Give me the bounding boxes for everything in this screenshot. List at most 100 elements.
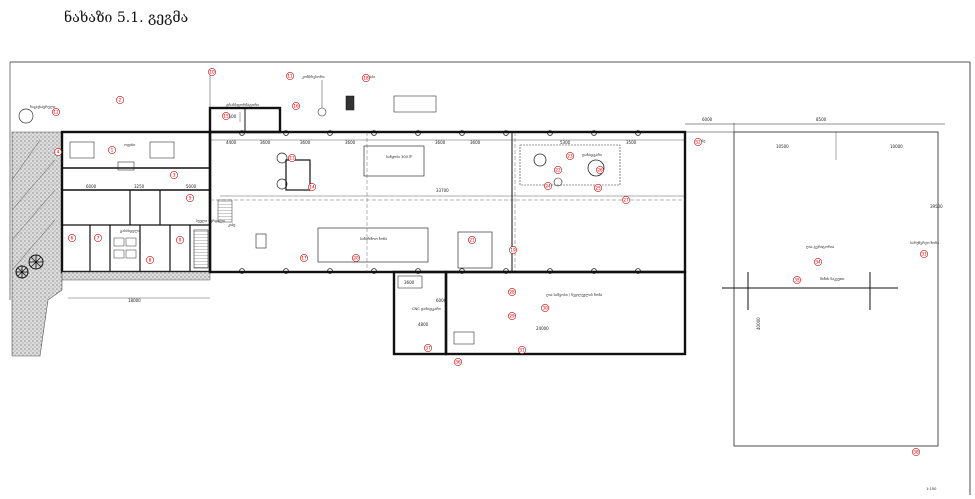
room-number: 28 [509,290,515,295]
room-number: 5 [189,196,192,201]
dim-label: 6000 [436,298,447,303]
room-number: 7 [97,236,100,241]
room-number-circle [288,154,296,162]
zone-label: ტრანსფორმატორი [226,103,259,107]
lower-annex [392,270,687,356]
zone-label: ქვაბი [366,75,375,79]
room-number: 1 [111,148,114,153]
room-number: 35 [794,278,800,283]
zone-labels: ნაგავსაყრელი საწყობი 300 მ² საწარმოო ზონ… [30,75,939,491]
dim-label: 8500 [816,117,827,122]
room-number-circle [793,276,801,284]
room-number-circle [814,258,822,266]
room-number-circle [68,234,76,242]
room-number: 22 [555,168,561,173]
room-number-circle [352,254,360,262]
room-number-circle [468,236,476,244]
room-number-circle [454,358,462,366]
zone-label: ნაგავსაყრელი [30,105,56,109]
room-number: 29 [509,314,515,319]
dim-label: 3500 [626,140,637,145]
room-number: 21 [469,238,475,243]
room-number: 15 [223,114,229,119]
tree-icon [15,108,44,279]
dim-label: 3600 [345,140,356,145]
room-number: 23 [567,154,573,159]
room-number-circle [544,182,552,190]
zone-label: მიწის ნაკვეთი [820,277,845,281]
room-number-circle [694,138,702,146]
zone-label: კიბე [228,223,236,227]
room-number-circle [509,246,517,254]
room-number: 8 [149,258,152,263]
room-number: 25 [595,186,601,191]
room-number-circle [920,250,928,258]
dim-label: 5000 [186,184,197,189]
room-number-circle [362,74,370,82]
room-number-circle [286,72,294,80]
room-number-circle [508,312,516,320]
dimension-labels: 4400 3600 3600 3600 3600 3600 5300 3500 … [86,114,943,331]
dim-label: 3600 [470,140,481,145]
room-number-circle [186,194,194,202]
room-number-circle [308,183,316,191]
room-number-circle [170,171,178,179]
room-number-circle [94,234,102,242]
dim-label: 24000 [536,326,549,331]
dim-label: 5300 [560,140,571,145]
room-number: 36 [455,360,461,365]
room-number-circle [292,102,300,110]
room-number: 3 [173,173,176,178]
room-number: 20 [353,256,359,261]
room-number: 14 [309,185,315,190]
room-number: 4 [57,150,60,155]
room-number: 12 [53,110,59,115]
room-number: 16 [293,104,299,109]
room-number-circle [54,148,62,156]
room-number-circle [208,68,216,76]
room-number-circle [108,146,116,154]
dim-label: 33700 [436,188,449,193]
dim-label: 40000 [756,317,761,330]
site-ground-hatch [11,131,63,357]
dim-label: 3600 [404,280,415,285]
room-number-circle [508,288,516,296]
dim-label: 6000 [702,117,713,122]
dim-label: 4800 [418,322,429,327]
room-number-circle [594,184,602,192]
room-number: 32 [695,140,701,145]
room-number: 13 [289,156,295,161]
room-number: 19 [510,248,516,253]
room-number-circle [222,112,230,120]
room-number: 31 [519,348,525,353]
room-number: 18 [363,76,369,81]
main-hall [208,130,687,274]
dim-label: 10500 [776,144,789,149]
room-number-circle [541,304,549,312]
transformer-enclosure [208,106,282,134]
dim-label: 7500 [226,114,237,119]
outdoor-area [685,123,945,447]
room-number-circle [566,152,574,160]
zone-label: კომპრესორი [302,75,325,79]
room-number: 17 [301,256,307,261]
dim-label: 6000 [86,184,97,189]
room-number: 37 [425,346,431,351]
sheet-frame [9,61,971,495]
room-number: 10 [209,70,215,75]
room-number-circle [300,254,308,262]
zone-label: CNC დანადგარი [412,307,441,311]
room-number-circle [912,448,920,456]
room-number-circle [146,256,154,264]
zone-label: საწყობი 300 მ² [386,155,413,159]
scale-note: 1:100 [926,487,937,491]
top-equipment [209,74,437,117]
zone-label: გასახდელი [120,229,140,233]
zone-label: სველი წერტილი [196,219,225,223]
room-number: 33 [921,252,927,257]
dim-label: 18000 [128,298,141,303]
zone-label: სარეზერვო ზონა [910,241,939,245]
room-number: 34 [815,260,821,265]
